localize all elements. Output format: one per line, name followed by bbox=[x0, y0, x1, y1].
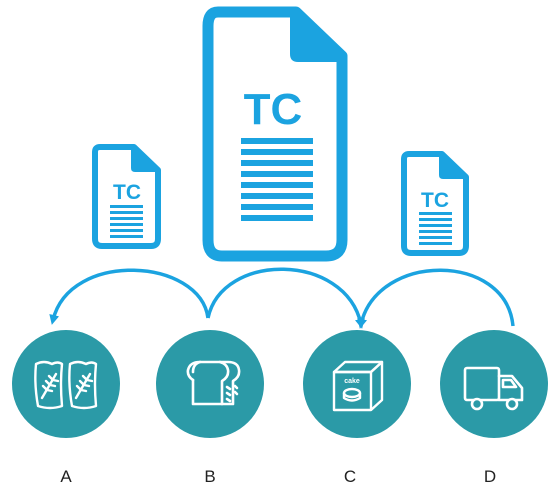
node-d-circle bbox=[440, 330, 548, 438]
cake-box-icon: cake bbox=[332, 360, 384, 412]
document-left-lines bbox=[110, 205, 143, 238]
arrow-d-to-c bbox=[357, 268, 515, 329]
delivery-truck-icon bbox=[463, 366, 524, 411]
node-a bbox=[12, 330, 120, 438]
node-a-circle bbox=[12, 330, 120, 438]
document-icon bbox=[92, 144, 161, 249]
arrow-b-to-c bbox=[206, 267, 365, 329]
document-right-label: TC bbox=[421, 189, 449, 212]
node-b-circle bbox=[156, 330, 264, 438]
arrow-b-to-a bbox=[49, 268, 210, 325]
node-c-circle bbox=[303, 330, 411, 438]
bread-icon bbox=[186, 360, 241, 406]
document-left: TC bbox=[92, 144, 161, 249]
flow-arrows bbox=[49, 267, 515, 329]
cake-box-text: cake bbox=[344, 378, 360, 385]
document-large-lines bbox=[241, 138, 313, 221]
node-b bbox=[156, 330, 264, 438]
node-c: cake bbox=[303, 330, 411, 438]
document-right: TC bbox=[401, 151, 469, 256]
node-d-label: D bbox=[484, 467, 496, 486]
node-b-label: B bbox=[204, 467, 215, 486]
document-large: TC bbox=[202, 6, 348, 262]
node-d bbox=[440, 330, 548, 438]
document-icon bbox=[401, 151, 469, 256]
document-right-lines bbox=[419, 212, 452, 245]
grain-bags-icon bbox=[34, 360, 98, 410]
node-a-label: A bbox=[60, 467, 72, 486]
document-large-label: TC bbox=[244, 85, 303, 134]
document-left-label: TC bbox=[113, 181, 141, 204]
node-c-label: C bbox=[344, 467, 356, 486]
